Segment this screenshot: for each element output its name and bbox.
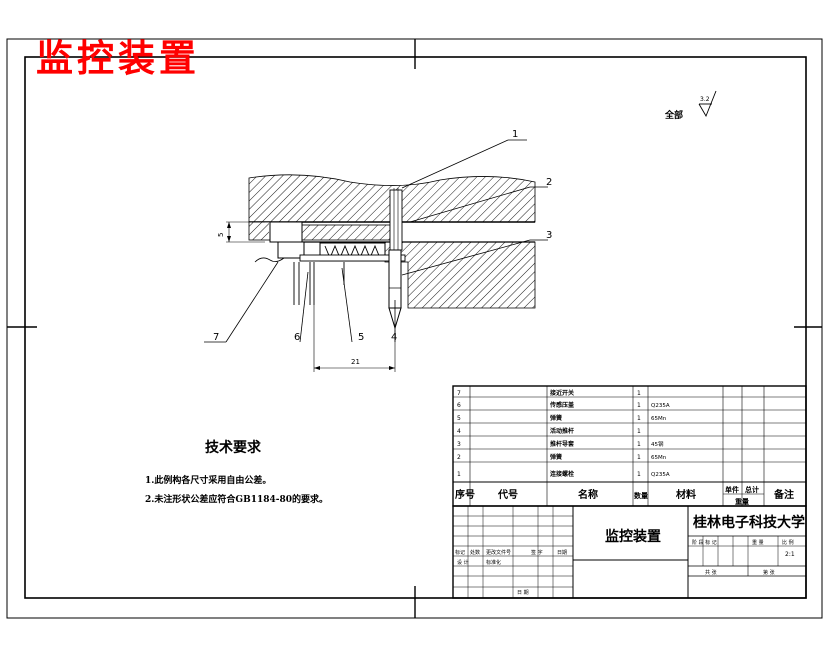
sheet-border: [6, 38, 823, 619]
leader-5: 5: [358, 332, 364, 343]
svg-text:1: 1: [637, 441, 641, 448]
bom-header-no: 序号: [455, 488, 475, 501]
scale-label: 比 例: [782, 539, 794, 546]
svg-text:1: 1: [637, 390, 641, 397]
design-label: 设 计: [457, 559, 469, 566]
assembly-view: [204, 139, 548, 372]
drawing-name: 监控装置: [605, 528, 661, 545]
bom-row: 2 弹簧 1 65Mn: [457, 453, 667, 461]
weight-label: 重 量: [752, 539, 764, 546]
bom-header-single: 单件: [725, 485, 739, 494]
row-label-mark: 标记: [455, 549, 465, 556]
svg-text:Q235A: Q235A: [651, 472, 670, 478]
stage-label: 阶 段 标 记: [692, 539, 717, 546]
tech-requirements-title: 技术要求: [205, 440, 261, 456]
bom-header-code: 代号: [497, 488, 518, 501]
svg-text:7: 7: [457, 390, 461, 397]
bom-header-total: 总计: [745, 485, 759, 494]
svg-text:传感压盖: 传感压盖: [549, 401, 574, 409]
tech-requirement-2: 2.未注形状公差应符合GB1184-80的要求。: [145, 495, 328, 505]
bom-header-qty: 数量: [634, 491, 648, 500]
svg-text:6: 6: [457, 402, 461, 409]
svg-text:Q235A: Q235A: [651, 403, 670, 409]
roughness-label: 全部: [664, 109, 683, 121]
leader-6: 6: [294, 332, 300, 343]
sheets-total: 共 张: [705, 569, 717, 576]
bom-row: 3 推杆导套 1 45钢: [457, 440, 664, 448]
svg-text:推杆导套: 推杆导套: [550, 440, 574, 448]
bom-row: 6 传感压盖 1 Q235A: [457, 401, 670, 409]
svg-text:1: 1: [457, 471, 461, 478]
bom-row: 5 弹簧 1 65Mn: [457, 414, 667, 422]
title-block: [452, 505, 807, 599]
bom-header-weight: 重量: [735, 497, 749, 506]
svg-text:连接螺栓: 连接螺栓: [550, 470, 574, 478]
bom-row: 7 接近开关 1: [457, 389, 641, 397]
svg-text:3: 3: [457, 441, 461, 448]
svg-text:1: 1: [637, 415, 641, 422]
red-drawing-title: 监控装置: [36, 36, 200, 80]
approval-date: 日 期: [517, 590, 529, 596]
svg-text:2: 2: [457, 454, 461, 461]
svg-text:65Mn: 65Mn: [651, 455, 667, 461]
title-block-text: 监控装置 桂林电子科技大学 标记 处数 更改文件号 签 字 日期 设 计 标准化…: [455, 514, 805, 596]
leader-3: 3: [546, 230, 552, 241]
leader-numbers: 1 2 3 4 5 6 7 5 21: [213, 129, 552, 366]
surface-roughness-note: 全部 3.2: [664, 90, 717, 121]
dim-height: 5: [217, 233, 225, 237]
row-label-sign: 签 字: [531, 549, 543, 556]
bom-rows: 7 接近开关 1 6 传感压盖 1 Q235A 5 弹簧 1 65Mn 4 活动…: [455, 389, 794, 506]
svg-text:弹簧: 弹簧: [550, 414, 562, 422]
tech-requirement-1: 1.此例构各尺寸采用自由公差。: [145, 476, 272, 486]
leader-7: 7: [213, 332, 219, 343]
svg-text:活动推杆: 活动推杆: [550, 427, 574, 435]
row-label-date: 日期: [557, 550, 567, 556]
svg-text:1: 1: [637, 471, 641, 478]
svg-text:4: 4: [457, 428, 461, 435]
svg-text:45钢: 45钢: [651, 440, 664, 448]
leader-2: 2: [546, 177, 552, 188]
svg-text:1: 1: [637, 402, 641, 409]
leader-4: 4: [391, 332, 397, 343]
standardization-label: 标准化: [486, 559, 501, 566]
sheet-of: 第 张: [763, 569, 775, 576]
leader-1: 1: [512, 129, 518, 140]
bom-row: 1 连接螺栓 1 Q235A: [457, 470, 670, 478]
bom-header-remarks: 备注: [773, 488, 794, 501]
bom-header-name: 名称: [578, 488, 598, 501]
svg-text:5: 5: [457, 415, 461, 422]
bom-header-material: 材料: [676, 488, 696, 501]
school-name: 桂林电子科技大学: [692, 514, 805, 531]
svg-text:1: 1: [637, 428, 641, 435]
svg-text:65Mn: 65Mn: [651, 416, 667, 422]
roughness-value: 3.2: [700, 96, 710, 103]
dim-width: 21: [351, 358, 360, 366]
svg-text:1: 1: [637, 454, 641, 461]
svg-text:弹簧: 弹簧: [550, 453, 562, 461]
scale-value: 2:1: [785, 551, 795, 558]
bom-row: 4 活动推杆 1: [457, 427, 641, 435]
row-label-change: 更改文件号: [486, 549, 511, 556]
svg-text:接近开关: 接近开关: [549, 389, 574, 397]
row-label-count: 处数: [470, 549, 480, 556]
